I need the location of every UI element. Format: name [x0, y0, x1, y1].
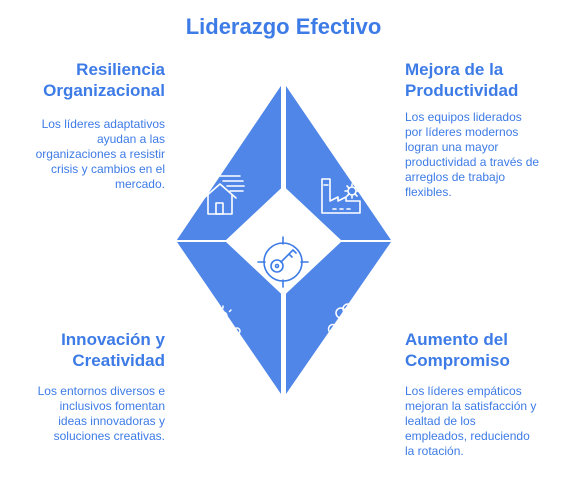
heading-line: Mejora de la	[405, 60, 504, 79]
desc-line: ideas innovadoras y	[58, 414, 165, 428]
heading-line: Innovación y	[61, 330, 165, 349]
desc-compromiso: Los líderes empáticos mejoran la satisfa…	[405, 384, 565, 459]
heading-resiliencia: Resiliencia Organizacional	[0, 59, 165, 101]
key-target-icon	[257, 236, 309, 288]
desc-line: organizaciones a resistir	[35, 147, 165, 161]
desc-line: Los entornos diversos e	[37, 384, 165, 398]
desc-line: por líderes modernos	[405, 125, 519, 139]
desc-line: flexibles.	[405, 185, 452, 199]
desc-line: lealtad de los	[405, 414, 476, 428]
heading-line: Resiliencia	[76, 60, 165, 79]
lightbulb-team-icon	[202, 305, 244, 345]
desc-productividad: Los equipos liderados por líderes modern…	[405, 110, 565, 200]
desc-line: ayudan a las	[96, 132, 165, 146]
heading-line: Productividad	[405, 81, 519, 100]
people-chat-icon	[324, 303, 363, 348]
desc-line: Los líderes adaptativos	[41, 117, 165, 131]
desc-line: Los equipos liderados	[405, 110, 522, 124]
desc-line: mercado.	[114, 177, 165, 191]
top-left	[177, 86, 281, 240]
heading-line: Aumento del	[405, 330, 508, 349]
heading-compromiso: Aumento del Compromiso	[405, 329, 565, 371]
factory-gear-icon	[321, 178, 361, 214]
heading-innovacion: Innovación y Creatividad	[0, 329, 165, 371]
desc-line: logran una mayor	[405, 140, 499, 154]
desc-line: empleados, reduciendo	[405, 429, 530, 443]
top-right	[286, 86, 391, 240]
desc-resiliencia: Los líderes adaptativos ayudan a las org…	[0, 117, 165, 192]
house-wind-icon	[203, 175, 245, 215]
desc-line: inclusivos fomentan	[59, 399, 165, 413]
desc-line: Los líderes empáticos	[405, 384, 522, 398]
heading-line: Organizacional	[43, 81, 165, 100]
heading-productividad: Mejora de la Productividad	[405, 59, 565, 101]
heading-line: Creatividad	[72, 351, 165, 370]
desc-line: productividad a través de	[405, 155, 540, 169]
desc-line: soluciones creativas.	[53, 429, 165, 443]
heading-line: Compromiso	[405, 351, 510, 370]
desc-line: la rotación.	[405, 444, 464, 458]
page-title: Liderazgo Efectivo	[185, 14, 382, 39]
desc-line: arreglos de trabajo	[405, 170, 506, 184]
desc-innovacion: Los entornos diversos e inclusivos fomen…	[0, 384, 165, 444]
desc-line: crisis y cambios en el	[50, 162, 165, 176]
desc-line: mejoran la satisfacción y	[405, 399, 537, 413]
bottom-left	[177, 242, 281, 394]
